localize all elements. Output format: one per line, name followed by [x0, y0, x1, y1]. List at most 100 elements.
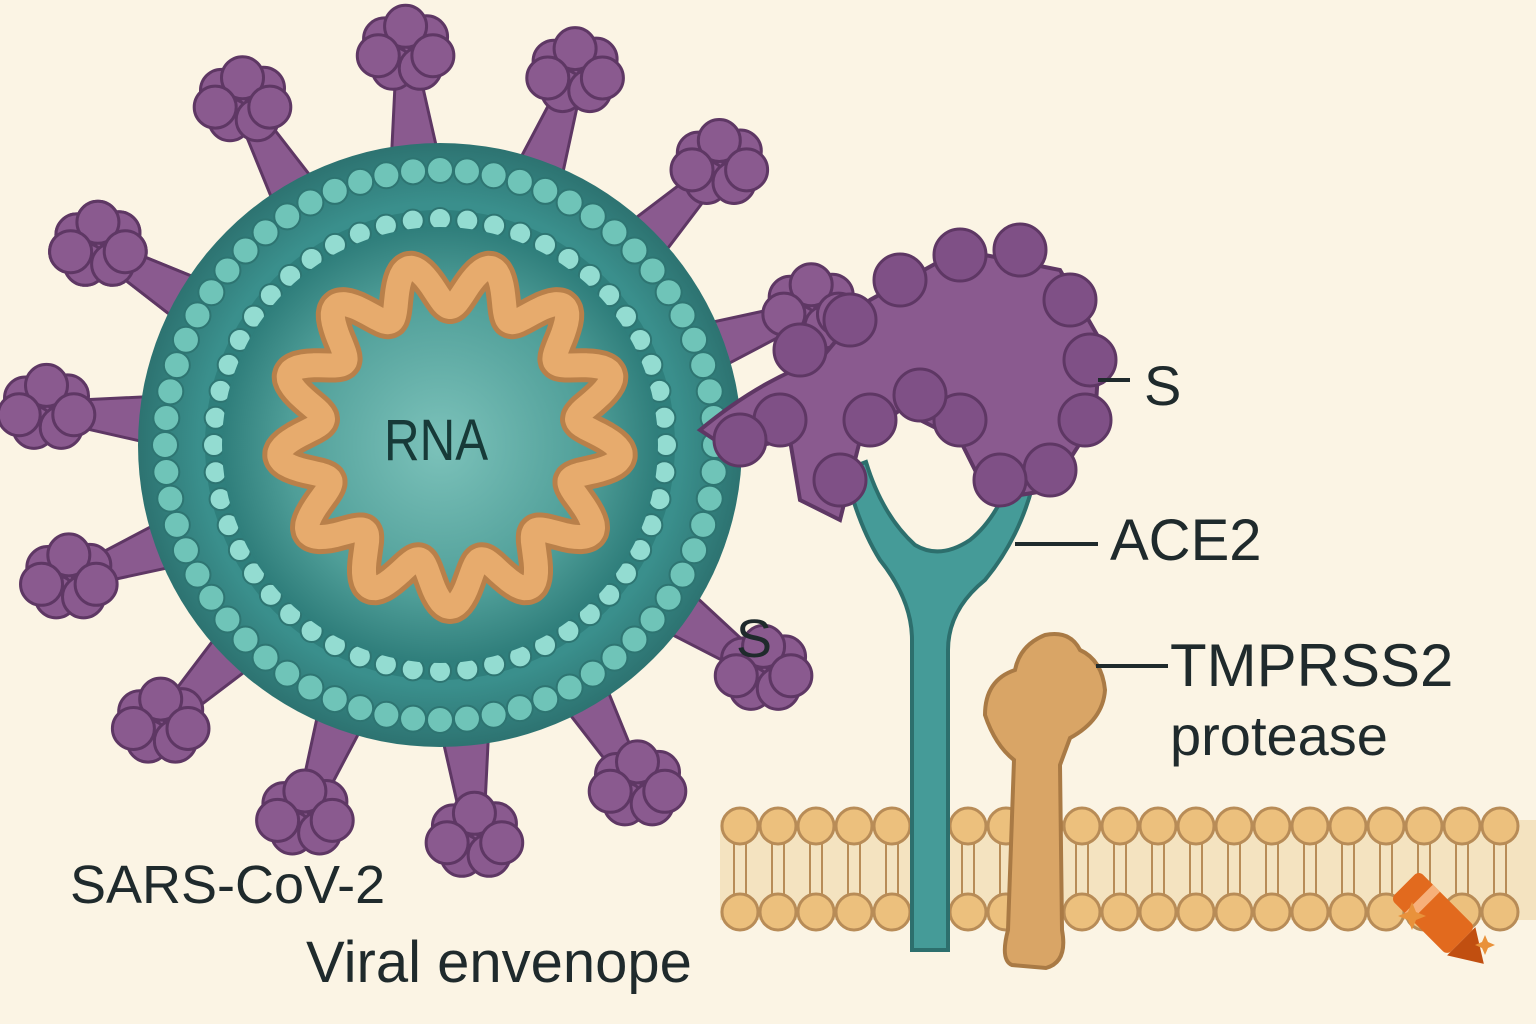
spike-lobe	[669, 147, 715, 193]
lipid-head	[251, 218, 280, 247]
lipid-head	[689, 351, 718, 380]
membrane-lipid-head	[1252, 806, 1292, 846]
spike-protein	[424, 730, 525, 878]
lipid-head	[183, 560, 212, 589]
membrane-lipid-head	[1062, 892, 1102, 932]
membrane-lipid-head	[1290, 806, 1330, 846]
lipid-head	[231, 625, 260, 654]
lipid-head	[555, 673, 584, 702]
spike-protein	[626, 117, 770, 259]
spike-protein	[515, 26, 625, 183]
lipid-head	[600, 643, 629, 672]
envelope-outer-lipid-heads	[151, 156, 729, 734]
spike-lobe	[768, 653, 814, 699]
membrane-lipid-head	[796, 892, 836, 932]
tmprss2-label: TMPRSS2	[1170, 632, 1454, 699]
bound-spike-lobe	[842, 392, 898, 448]
lipid-head	[251, 643, 280, 672]
spike-lobe	[48, 229, 94, 275]
bound-spike-lobe	[992, 222, 1048, 278]
membrane-lipid-head	[1100, 806, 1140, 846]
lipid-head	[428, 659, 452, 683]
bound-spike-lobe	[712, 412, 768, 468]
bound-spike-lobe	[932, 227, 988, 283]
lipid-head	[638, 256, 667, 285]
lipid-head	[578, 202, 607, 231]
bound-spike-lobe	[972, 452, 1028, 508]
lipid-head	[654, 278, 683, 307]
viral-envelope-label: Viral envenope	[306, 930, 692, 995]
spike-lobe	[220, 55, 265, 101]
lipid-head	[320, 685, 349, 714]
spike-lobe	[24, 362, 70, 408]
membrane-lipid-head	[1176, 892, 1216, 932]
membrane-lipid-head	[720, 892, 760, 932]
spike-lobe	[19, 561, 65, 607]
lipid-head	[479, 700, 508, 729]
lipid-head	[197, 583, 226, 612]
bound-spike-lobe	[1057, 392, 1113, 448]
spike-lobe	[165, 706, 211, 752]
spike-lobe	[383, 3, 429, 49]
lipid-head	[578, 659, 607, 688]
lipid-head	[600, 218, 629, 247]
lipid-head	[428, 207, 452, 231]
spike-lobe	[138, 676, 184, 722]
lipid-head	[162, 510, 191, 539]
lipid-head	[426, 706, 454, 734]
spike-protein	[0, 362, 155, 450]
lipid-head	[320, 176, 349, 205]
membrane-lipid-head	[1062, 806, 1102, 846]
spike-lobe	[713, 653, 759, 699]
lipid-head	[695, 377, 724, 406]
membrane-lipid-head	[1480, 806, 1520, 846]
lipid-head	[197, 278, 226, 307]
membrane-lipid-head	[872, 892, 912, 932]
spike-lobe	[724, 147, 770, 193]
spike-lobe	[552, 26, 598, 72]
bound-spike-lobe	[822, 292, 878, 348]
membrane-lipid-head	[796, 806, 836, 846]
lipid-head	[555, 188, 584, 217]
lipid-head	[346, 694, 375, 723]
leader-lines	[1015, 378, 1168, 668]
spike-lobe	[525, 55, 571, 101]
spike-protein	[19, 520, 178, 620]
ace2-label: ACE2	[1110, 508, 1262, 573]
spike-lobe	[741, 623, 787, 669]
spike-label-top: S	[1144, 354, 1182, 417]
spike-lobe	[479, 820, 525, 866]
lipid-head	[273, 659, 302, 688]
lipid-head	[668, 560, 697, 589]
lipid-head	[531, 685, 560, 714]
rna-strand-fill	[267, 255, 633, 619]
lipid-head	[213, 256, 242, 285]
spike-lobe	[46, 532, 92, 578]
lipid-head	[452, 157, 481, 186]
lipid-head	[654, 433, 678, 457]
spike-lobe	[309, 797, 355, 843]
membrane-lipid-head	[948, 806, 988, 846]
lipid-head	[151, 431, 179, 459]
bound-spike-lobe	[1022, 442, 1078, 498]
lipid-head	[231, 236, 260, 265]
lipid-head	[152, 457, 181, 486]
membrane-lipid-head	[758, 892, 798, 932]
membrane-lipid-head	[834, 892, 874, 932]
membrane-lipid-head	[948, 892, 988, 932]
membrane-lipid-head	[872, 806, 912, 846]
spike-label-lower: S	[736, 609, 773, 669]
bound-spike-lobe	[772, 322, 828, 378]
spike-protein	[562, 682, 688, 827]
membrane-lipid-head	[1214, 806, 1254, 846]
spike-lobe	[282, 768, 328, 814]
lipid-head	[399, 704, 428, 733]
lipid-head	[531, 176, 560, 205]
bound-spike-protein	[696, 222, 1118, 523]
spike-lobe	[0, 392, 42, 438]
bound-spike-lobe	[812, 452, 868, 508]
spike-lobe	[410, 33, 456, 79]
lipid-head	[162, 351, 191, 380]
ace2-receptor	[842, 459, 1035, 952]
